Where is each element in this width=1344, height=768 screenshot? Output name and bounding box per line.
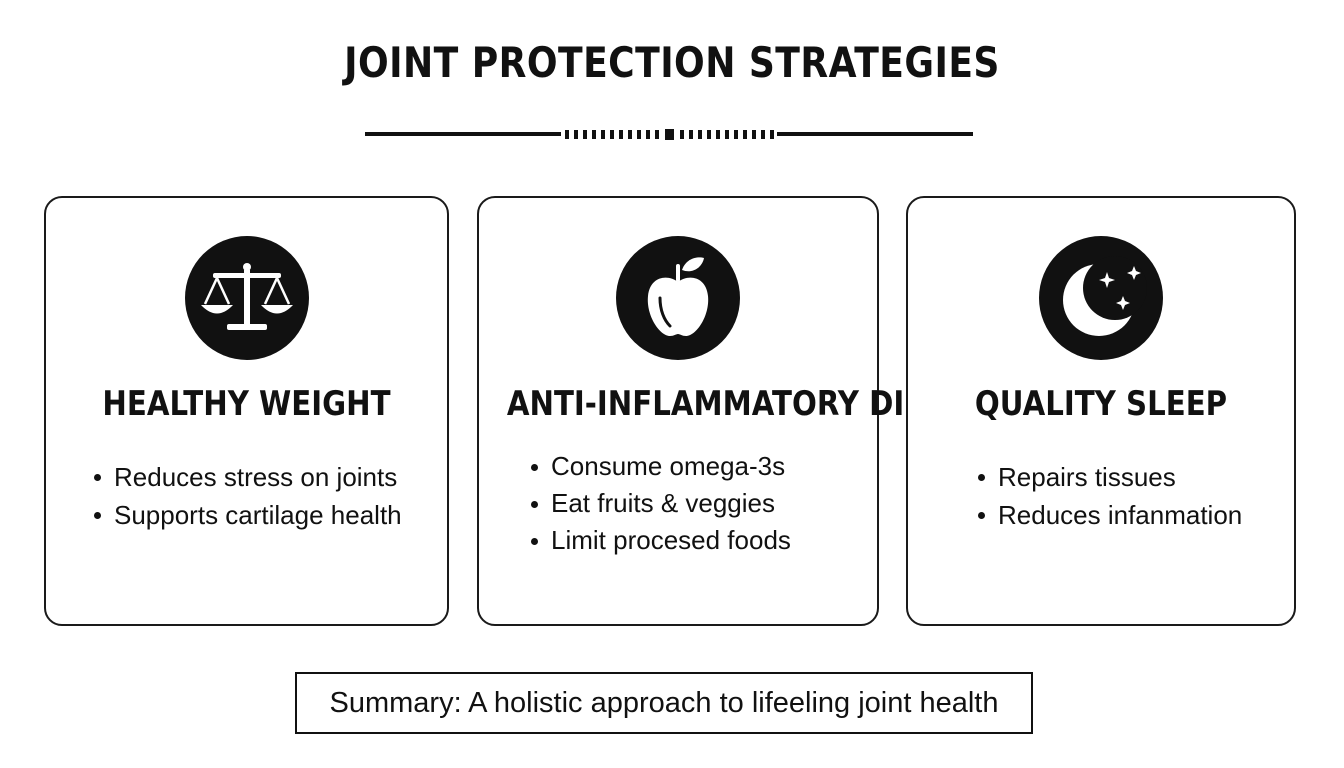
list-item: Reduces stress on joints — [92, 458, 402, 496]
card-healthy-weight: HEALTHY WEIGHT Reduces stress on joints … — [44, 196, 449, 626]
bullet-list: Reduces stress on joints Supports cartil… — [92, 458, 402, 534]
card-anti-inflammatory-diet: ANTI-INFLAMMATORY DIET Consume omega-3s … — [477, 196, 945, 626]
list-item: Reduces infanmation — [976, 496, 1242, 534]
scale-icon — [184, 236, 309, 360]
card-title: ANTI-INFLAMMATORY DIET — [506, 384, 945, 424]
apple-icon — [616, 236, 740, 360]
list-item: Limit procesed foods — [529, 522, 791, 559]
card-title: QUALITY SLEEP — [974, 384, 1228, 424]
bullet-list: Consume omega-3s Eat fruits & veggies Li… — [529, 448, 791, 559]
summary-box: Summary: A holistic approach to lifeelin… — [295, 672, 1033, 734]
card-quality-sleep: QUALITY SLEEP Repairs tissues Reduces in… — [906, 196, 1296, 626]
moon-stars-icon — [1039, 236, 1163, 360]
list-item: Eat fruits & veggies — [529, 485, 791, 522]
card-title: HEALTHY WEIGHT — [102, 384, 391, 424]
list-item: Supports cartilage health — [92, 496, 402, 534]
list-item: Repairs tissues — [976, 458, 1242, 496]
summary-text: Summary: A holistic approach to lifeelin… — [329, 686, 999, 719]
page-title: JOINT PROTECTION STRATEGIES — [344, 38, 1000, 87]
title-divider — [365, 129, 973, 140]
bullet-list: Repairs tissues Reduces infanmation — [976, 458, 1242, 534]
list-item: Consume omega-3s — [529, 448, 791, 485]
